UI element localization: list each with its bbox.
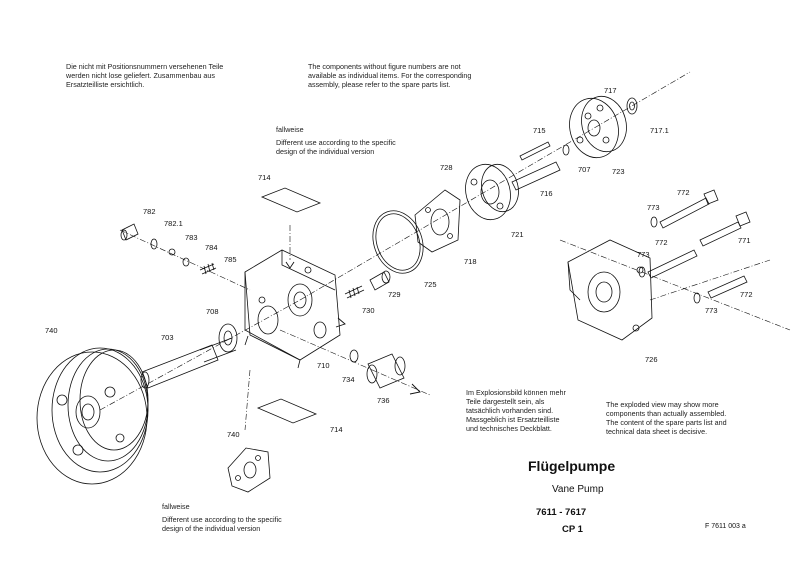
- note-exploded-view-de: Im Explosionsbild können mehr Teile darg…: [466, 388, 566, 433]
- ring-782-1: [150, 238, 158, 250]
- part-label-703: 703: [161, 333, 174, 342]
- fitting-736: [366, 353, 406, 389]
- ring-734: [349, 349, 359, 363]
- part-label-715: 715: [533, 126, 546, 135]
- spring-785: [199, 262, 217, 275]
- pulley-740: [36, 347, 149, 485]
- part-label-730: 730: [362, 306, 375, 315]
- pressure-plate-718: [414, 189, 461, 253]
- part-number-labels: 717 717.1 715 707 723 728 716 721 718 725 714 782 78…: [45, 86, 753, 439]
- note-fallweise-top: fallweise: [276, 125, 304, 134]
- part-label-782: 782: [143, 207, 156, 216]
- part-label-783: 783: [185, 233, 198, 242]
- part-label-772: 772: [655, 238, 668, 247]
- bearing-708: [218, 323, 238, 353]
- note-variant-top: Different use according to the specific …: [276, 138, 396, 156]
- part-label-714: 714: [330, 425, 343, 434]
- bolt-772-bottom: [693, 275, 748, 304]
- part-label-708: 708: [206, 307, 219, 316]
- flange-740: [227, 447, 271, 493]
- plug-782: [120, 223, 139, 241]
- bolt-772-top: [650, 189, 719, 229]
- part-label-773: 773: [705, 306, 718, 315]
- rotor-716: [511, 161, 561, 191]
- part-label-782-1: 782.1: [164, 219, 183, 228]
- part-label-725: 725: [424, 280, 437, 289]
- part-label-726: 726: [645, 355, 658, 364]
- seal-plate-714-top: [260, 187, 322, 213]
- flow-arrows: [285, 261, 421, 395]
- part-label-716: 716: [540, 189, 553, 198]
- model-code: CP 1: [562, 524, 583, 535]
- note-fallweise-bottom: fallweise: [162, 502, 190, 511]
- title-english: Vane Pump: [552, 484, 604, 495]
- part-label-710: 710: [317, 361, 330, 370]
- axis-lines: [99, 71, 791, 431]
- spring-730: [344, 285, 365, 299]
- valve-729: [369, 270, 391, 291]
- pin-715: [519, 141, 551, 161]
- housing-710: [244, 249, 341, 369]
- part-label-717: 717: [604, 86, 617, 95]
- o-ring-725: [372, 210, 424, 274]
- bolt-772-middle: [638, 249, 698, 279]
- shaft-703: [140, 337, 237, 389]
- part-label-714: 714: [258, 173, 271, 182]
- note-unnumbered-parts-de: Die nicht mit Positionsnummern versehene…: [66, 62, 224, 89]
- part-label-721: 721: [511, 230, 524, 239]
- part-label-784: 784: [205, 243, 218, 252]
- bolt-771: [699, 211, 751, 247]
- spring-784: [182, 257, 190, 267]
- note-unnumbered-parts-en: The components without figure numbers ar…: [308, 62, 472, 89]
- part-label-707: 707: [578, 165, 591, 174]
- part-label-773: 773: [637, 250, 650, 259]
- part-label-740: 740: [227, 430, 240, 439]
- note-exploded-view-en: The exploded view may show more componen…: [606, 400, 727, 436]
- part-label-717-1: 717.1: [650, 126, 669, 135]
- part-label-718: 718: [464, 257, 477, 266]
- cam-ring-721: [465, 163, 519, 221]
- end-cover-717: [569, 95, 627, 159]
- seal-plate-714-bottom: [256, 398, 318, 424]
- part-label-723: 723: [612, 167, 625, 176]
- model-range: 7611 - 7617: [536, 507, 587, 518]
- part-label-729: 729: [388, 290, 401, 299]
- seal-717-1: [626, 97, 638, 115]
- title-german: Flügelpumpe: [528, 458, 616, 474]
- part-label-772: 772: [677, 188, 690, 197]
- part-label-771: 771: [738, 236, 751, 245]
- part-label-734: 734: [342, 375, 355, 384]
- part-label-772: 772: [740, 290, 753, 299]
- part-label-728: 728: [440, 163, 453, 172]
- part-label-773: 773: [647, 203, 660, 212]
- ring-707: [562, 144, 570, 156]
- rear-housing-726: [567, 239, 653, 341]
- note-variant-bottom: Different use according to the specific …: [162, 515, 282, 533]
- part-label-736: 736: [377, 396, 390, 405]
- drawing-reference: F 7611 003 a: [705, 523, 746, 530]
- part-label-740: 740: [45, 326, 58, 335]
- ball-783: [168, 248, 176, 256]
- part-label-785: 785: [224, 255, 237, 264]
